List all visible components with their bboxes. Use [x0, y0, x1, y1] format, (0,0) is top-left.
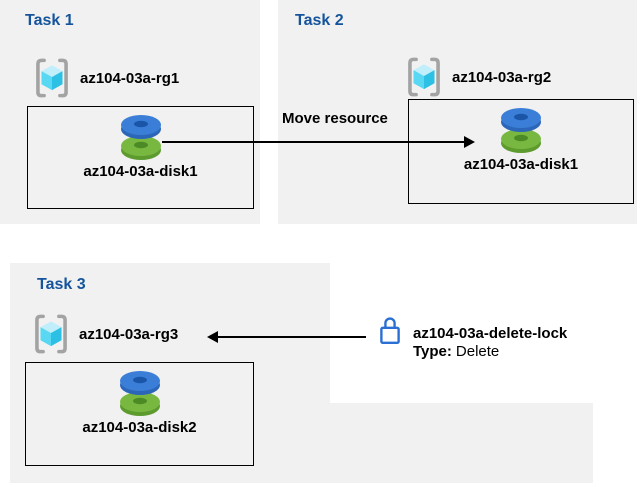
- task3-resource-box: az104-03a-disk2: [25, 362, 254, 466]
- resource-group-icon: [34, 57, 70, 99]
- task1-title: Task 1: [25, 12, 74, 29]
- task3-resource-group: az104-03a-rg3: [33, 313, 178, 355]
- disk-label: az104-03a-disk1: [463, 156, 579, 173]
- delete-lock-arrow-line: [218, 336, 366, 338]
- delete-lock-arrowhead-icon: [207, 331, 218, 343]
- delete-lock-badge: [376, 311, 404, 349]
- move-resource-arrowhead-icon: [464, 136, 475, 148]
- disk-icon: [119, 113, 163, 161]
- resource-group-label: az104-03a-rg3: [79, 325, 179, 343]
- disk-icon: [118, 369, 162, 417]
- lock-icon: [379, 314, 401, 346]
- resource-group-icon: [33, 313, 69, 355]
- task3-panel: Task 3 az104-03a-rg3 az104-03a-disk2: [10, 263, 330, 483]
- delete-lock-type-label: Type:Delete: [413, 343, 499, 360]
- disk-label: az104-03a-disk2: [82, 419, 197, 436]
- resource-group-label: az104-03a-rg1: [80, 69, 180, 87]
- resource-group-label: az104-03a-rg2: [452, 68, 552, 86]
- move-resource-label: Move resource: [282, 110, 388, 127]
- task2-resource-group: az104-03a-rg2: [406, 56, 551, 98]
- move-resource-arrow-line: [162, 141, 465, 143]
- task1-panel: Task 1 az104-03a-rg1 az104-03a-disk1: [0, 0, 260, 224]
- task3-panel-extension: [330, 403, 593, 483]
- task2-resource-box: az104-03a-disk1: [408, 99, 634, 204]
- lock-type-value: Delete: [455, 343, 500, 360]
- task3-title: Task 3: [37, 276, 86, 293]
- delete-lock-name-label: az104-03a-delete-lock: [413, 325, 568, 342]
- disk-label: az104-03a-disk1: [83, 163, 198, 180]
- task2-title: Task 2: [295, 12, 344, 29]
- lock-type-key: Type:: [413, 343, 452, 360]
- task2-panel: Task 2 az104-03a-rg2 az104-03a-disk1: [278, 0, 637, 224]
- task1-resource-box: az104-03a-disk1: [27, 106, 254, 209]
- resource-group-icon: [406, 56, 442, 98]
- disk-icon: [499, 106, 543, 154]
- task1-resource-group: az104-03a-rg1: [34, 57, 179, 99]
